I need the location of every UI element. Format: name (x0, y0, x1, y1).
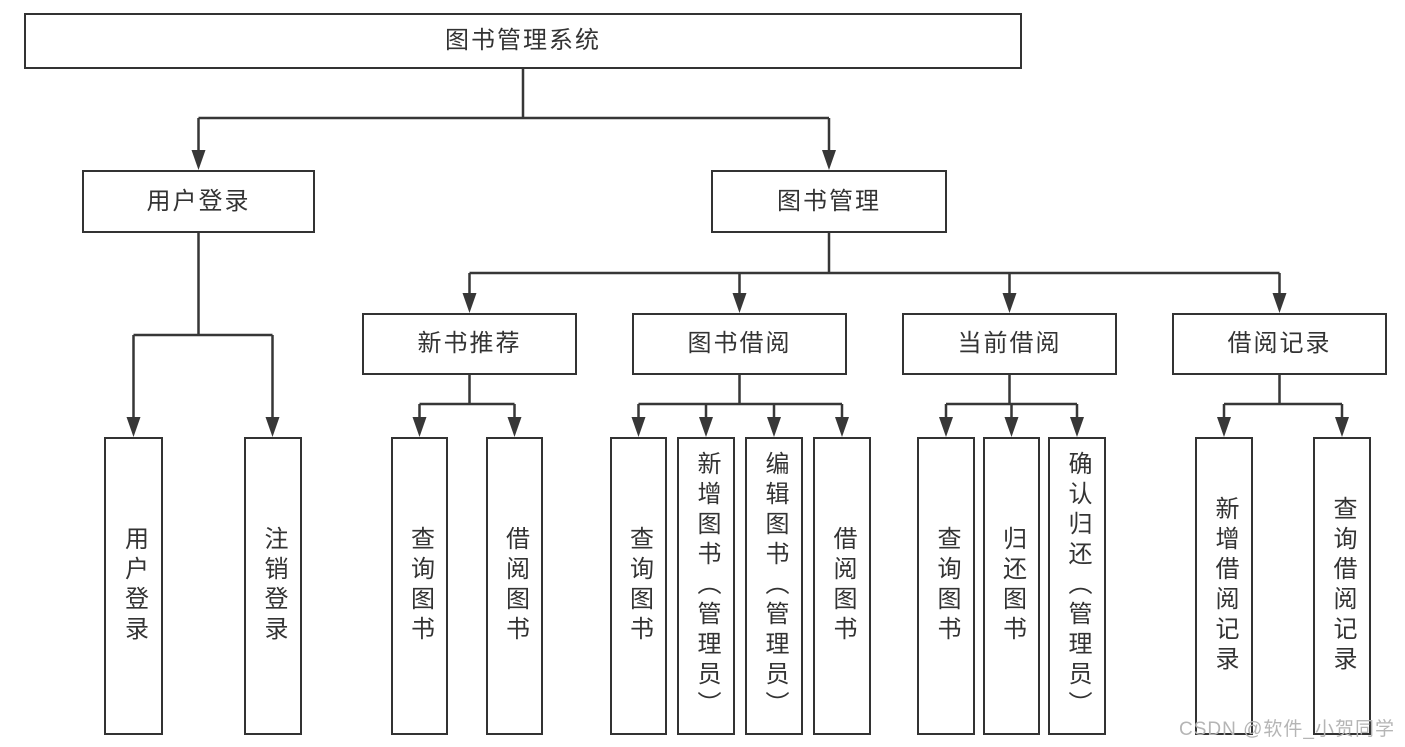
node-current-confirm-return-admin: 确认归还（管理员） (1048, 437, 1106, 735)
node-book-management-label: 图书管理 (777, 187, 881, 215)
node-borrow-borrow-books: 借阅图书 (813, 437, 871, 735)
node-logout-label: 注销登录 (260, 526, 287, 646)
node-borrow-edit-books-admin-label: 编辑图书（管理员） (761, 451, 788, 721)
node-current-confirm-return-admin-label: 确认归还（管理员） (1064, 451, 1091, 721)
node-new-book-recommend: 新书推荐 (362, 313, 577, 375)
node-login-label: 用户登录 (120, 526, 148, 646)
node-borrow-add-books-admin-label: 新增图书（管理员） (693, 451, 720, 721)
node-newbook-borrow-books-label: 借阅图书 (501, 526, 529, 646)
node-records-query-borrow-record: 查询借阅记录 (1313, 437, 1371, 735)
node-current-borrow-label: 当前借阅 (957, 330, 1062, 357)
node-borrow-query-books: 查询图书 (610, 437, 667, 735)
node-records-add-borrow-record: 新增借阅记录 (1195, 437, 1253, 735)
node-current-return-books-label: 归还图书 (998, 526, 1026, 646)
node-borrow-borrow-books-label: 借阅图书 (829, 526, 856, 646)
node-borrow-add-books-admin: 新增图书（管理员） (677, 437, 735, 735)
node-borrow-query-books-label: 查询图书 (625, 526, 653, 646)
node-current-query-books: 查询图书 (917, 437, 975, 735)
node-records-add-borrow-record-label: 新增借阅记录 (1211, 496, 1238, 676)
node-newbook-query-books-label: 查询图书 (406, 526, 434, 646)
node-book-management: 图书管理 (711, 170, 947, 233)
node-logout: 注销登录 (244, 437, 302, 735)
node-current-return-books: 归还图书 (983, 437, 1040, 735)
node-newbook-query-books: 查询图书 (391, 437, 448, 735)
node-borrow-records-label: 借阅记录 (1227, 330, 1332, 357)
node-book-borrow: 图书借阅 (632, 313, 847, 375)
node-current-query-books-label: 查询图书 (933, 526, 960, 646)
node-root: 图书管理系统 (24, 13, 1022, 69)
node-borrow-records: 借阅记录 (1172, 313, 1387, 375)
node-newbook-borrow-books: 借阅图书 (486, 437, 543, 735)
node-book-borrow-label: 图书借阅 (687, 330, 792, 357)
node-login: 用户登录 (104, 437, 163, 735)
node-records-query-borrow-record-label: 查询借阅记录 (1329, 496, 1356, 676)
node-user-login: 用户登录 (82, 170, 315, 233)
node-current-borrow: 当前借阅 (902, 313, 1117, 375)
node-borrow-edit-books-admin: 编辑图书（管理员） (745, 437, 803, 735)
node-root-label: 图书管理系统 (445, 27, 601, 54)
node-user-login-label: 用户登录 (146, 187, 251, 215)
node-new-book-recommend-label: 新书推荐 (417, 330, 522, 357)
